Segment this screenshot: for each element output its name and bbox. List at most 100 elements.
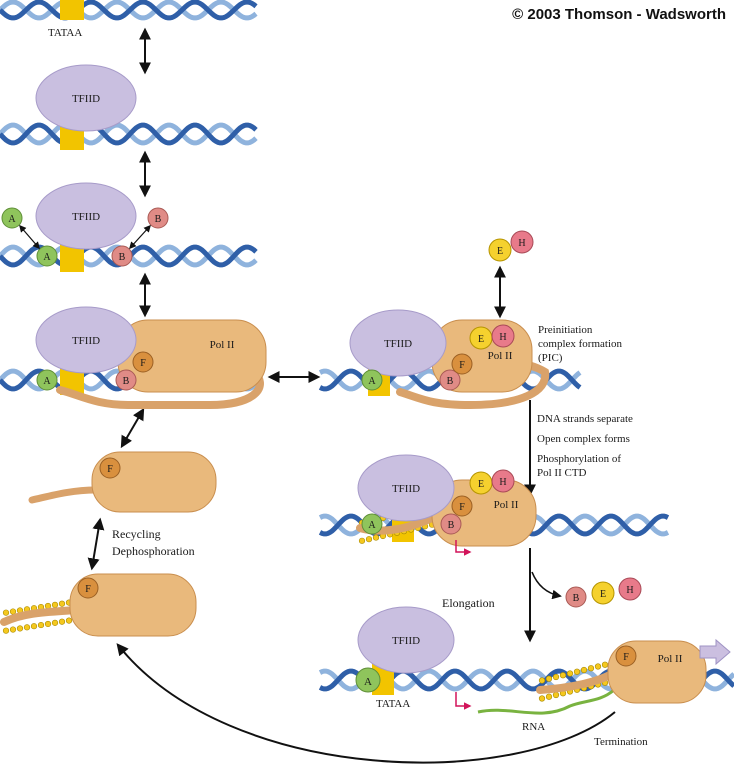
- svg-text:E: E: [478, 479, 484, 490]
- rna-transcript: [477, 688, 615, 715]
- termination-return-arrow: [116, 643, 616, 764]
- phosphate-dot: [552, 673, 560, 681]
- phosphate-dot: [365, 536, 373, 543]
- factor-b-arrow: [129, 224, 151, 250]
- svg-text:E: E: [497, 246, 503, 257]
- svg-text:A: A: [368, 376, 376, 387]
- dna-strand-a: [0, 122, 258, 146]
- tataa-label-bottom: TATAA: [376, 698, 410, 710]
- pol-ii-label-open: Pol II: [494, 499, 519, 511]
- pol-ii-label-step4: Pol II: [210, 339, 235, 351]
- phosphate-dot: [559, 672, 567, 679]
- factor-a-open: A: [361, 513, 383, 535]
- factor-a-bound-step3: A: [36, 245, 58, 267]
- equilibrium-arrow-5: [87, 517, 105, 571]
- dna-strand-a: [0, 0, 258, 21]
- svg-text:B: B: [123, 376, 130, 387]
- open-complex-label: Open complex forms: [537, 433, 630, 445]
- pol-ii-released: [69, 573, 197, 637]
- svg-text:H: H: [518, 238, 525, 249]
- factor-f-elongation: F: [615, 645, 637, 667]
- svg-text:A: A: [43, 252, 51, 263]
- factor-b-step4: B: [115, 369, 137, 391]
- phosphate-dot: [65, 617, 73, 624]
- tfiid-open: [357, 454, 455, 522]
- phosphate-dot: [580, 666, 588, 674]
- phosphate-dot: [538, 695, 546, 702]
- factor-e-pic: E: [469, 326, 493, 350]
- phosphate-dot: [58, 618, 66, 625]
- tfiid-step4: [35, 306, 137, 374]
- tata-box-1: [60, 0, 84, 20]
- phosphate-dot: [545, 693, 553, 700]
- factor-a-arrow: [19, 224, 40, 250]
- factor-a-pic: A: [361, 369, 383, 391]
- tataa-label-top: TATAA: [48, 27, 82, 39]
- rna-label: RNA: [522, 721, 545, 733]
- transcription-start-arrow-open: [455, 540, 472, 556]
- svg-text:F: F: [459, 502, 465, 513]
- dna-helix-step1: [0, 0, 258, 21]
- factor-h-released: H: [618, 577, 642, 601]
- elongation-label: Elongation: [442, 596, 495, 610]
- phosphate-dot: [44, 620, 52, 628]
- tfiid-label-step4: TFIID: [72, 335, 100, 347]
- factor-a-elongation: A: [355, 667, 381, 693]
- phosphate-dot: [358, 537, 366, 544]
- tfiid-label-pic: TFIID: [384, 338, 412, 350]
- svg-text:A: A: [368, 520, 376, 531]
- factor-e-released: E: [591, 581, 615, 605]
- pol-ii-label-pic: Pol II: [488, 350, 513, 362]
- phosphate-dot: [601, 661, 609, 668]
- svg-text:A: A: [43, 376, 51, 387]
- factor-f-released: F: [77, 577, 99, 599]
- dna-helix-step2: [0, 122, 258, 146]
- tfiid-pic: [349, 309, 447, 377]
- equilibrium-arrow-4: [120, 407, 145, 449]
- svg-text:F: F: [623, 652, 629, 663]
- recycling-label: Recycling: [112, 527, 161, 541]
- svg-text:B: B: [155, 214, 162, 225]
- factor-a-step4: A: [36, 369, 58, 391]
- factor-b-released: B: [565, 586, 587, 608]
- phosphate-dot: [30, 623, 38, 630]
- phosphate-dot: [16, 625, 24, 632]
- phosphate-dot: [2, 609, 10, 616]
- phosphate-dot: [51, 619, 59, 626]
- svg-text:F: F: [140, 358, 146, 369]
- factor-a-free-step3: A: [1, 207, 23, 229]
- factor-b-free-step3: B: [147, 207, 169, 229]
- tfiid-label-step2: TFIID: [72, 93, 100, 105]
- phosphate-dot: [587, 665, 595, 672]
- dna-strand-b: [0, 122, 258, 146]
- dephosphoration-label: Dephosphoration: [112, 544, 195, 558]
- svg-text:H: H: [499, 332, 506, 343]
- svg-text:B: B: [119, 252, 126, 263]
- ctd-tail-released: [0, 606, 80, 626]
- svg-text:B: B: [448, 520, 455, 531]
- tfiid-elongation: [357, 606, 455, 674]
- factor-f-step4: F: [132, 351, 154, 373]
- pol-ii-label-elongation: Pol II: [658, 653, 683, 665]
- factor-h-pic: H: [491, 324, 515, 348]
- phosphate-dot: [594, 663, 602, 670]
- factor-e-open: E: [469, 471, 493, 495]
- factor-f-open: F: [451, 495, 473, 517]
- svg-text:F: F: [85, 584, 91, 595]
- phosphate-dot: [58, 600, 66, 607]
- svg-text:A: A: [364, 676, 372, 688]
- phosphorylation-label-line2: Pol II CTD: [537, 467, 587, 479]
- svg-text:B: B: [447, 376, 454, 387]
- factor-h-free-top: H: [510, 230, 534, 254]
- ctd-tail-recycled: [28, 486, 100, 504]
- factor-e-free-top: E: [488, 238, 512, 262]
- copyright-notice: © 2003 Thomson - Wadsworth: [512, 6, 726, 23]
- factor-b-bound-step3: B: [111, 245, 133, 267]
- svg-text:A: A: [8, 214, 16, 225]
- pic-label-line1: Preinitiation: [538, 324, 593, 336]
- svg-text:F: F: [107, 464, 113, 475]
- svg-text:B: B: [573, 593, 580, 604]
- phosphate-dot: [552, 691, 560, 699]
- tfiid-label-step3: TFIID: [72, 211, 100, 223]
